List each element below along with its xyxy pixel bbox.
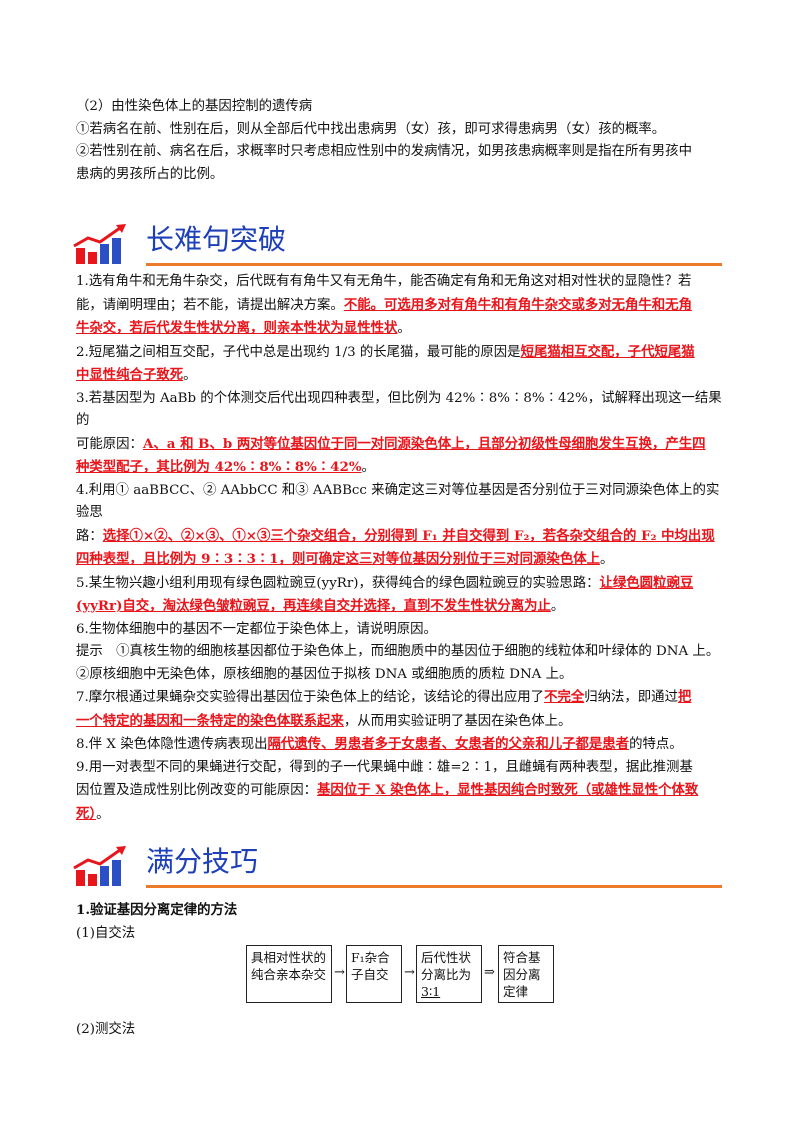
q2-answer-b: 中显性纯合子致死 bbox=[76, 367, 184, 383]
q3-line-2: 可能原因：A、a 和 B、b 两对等位基因位于同一对同源染色体上，且部分初级性母… bbox=[76, 433, 728, 457]
q1-period: 。 bbox=[397, 321, 411, 336]
q7-answer-a: 不完全 bbox=[544, 689, 585, 705]
q2-line-2: 中显性纯合子致死。 bbox=[76, 364, 728, 388]
q1-question: 能，请阐明理由；若不能，请提出解决方案。 bbox=[76, 297, 344, 313]
q7-answer-c: 一个特定的基因和一条特定的染色体联系起来 bbox=[76, 712, 344, 729]
growth-chart-icon bbox=[73, 224, 126, 264]
q5-line-2: (yyRr)自交，淘汰绿色皱粒豌豆，再连续自交并选择，直到不发生性状分离为止。 bbox=[76, 595, 728, 619]
q9-line-1: 9.用一对表型不同的果蝇进行交配，得到的子一代果蝇中雌∶雄=2∶1，且雌蝇有两种… bbox=[76, 759, 693, 775]
q1-line-2: 能，请阐明理由；若不能，请提出解决方案。不能。可选用多对有角牛和有角牛杂交或多对… bbox=[76, 294, 728, 318]
q4-answer-a: 选择①×②、②×③、①×③三个杂交组合，分别得到 F₁ 并自交得到 F₂，若各杂… bbox=[102, 527, 715, 544]
flow-arrow-2: → bbox=[404, 965, 415, 980]
flow-box-ratio: 后代性状分离比为 3∶1 bbox=[416, 945, 482, 1003]
q3-question: 可能原因： bbox=[76, 436, 143, 452]
intro-line-2: ①若病名在前、性别在后，则从全部后代中找出患病男（女）孩，即可求得患病男（女）孩… bbox=[76, 121, 666, 137]
q9-answer-a: 基因位于 X 染色体上，显性基因纯合时致死（或雄性显性个体致 bbox=[317, 782, 699, 798]
growth-chart-icon bbox=[73, 846, 126, 886]
q9-line-2: 因位置及造成性别比例改变的可能原因：基因位于 X 染色体上，显性基因纯合时致死（… bbox=[76, 779, 728, 803]
q8-line-1: 8.伴 X 染色体隐性遗传病表现出隔代遗传、男患者多于女患者、女患者的父亲和儿子… bbox=[76, 733, 728, 757]
q1-line-1: 1.选有角牛和无角牛杂交，后代既有有角牛又有无角牛，能否确定有角和无角这对相对性… bbox=[76, 274, 692, 289]
q7-question-c: ，从而用实验证明了基因在染色体上。 bbox=[343, 713, 572, 729]
q2-question: 2.短尾猫之间相互交配，子代中总是出现约 1/3 的长尾猫，最可能的原因是 bbox=[76, 344, 521, 360]
flow-box-parents: 具相对性状的纯合亲本杂交 bbox=[246, 945, 332, 1003]
questions-block: 1.选有角牛和无角牛杂交，后代既有有角牛又有无角牛，能否确定有角和无角这对相对性… bbox=[76, 271, 728, 826]
intro-block: （2）由性染色体上的基因控制的遗传病 ①若病名在前、性别在后，则从全部后代中找出… bbox=[76, 96, 728, 186]
q9-period: 。 bbox=[96, 806, 110, 822]
q1-answer-b: 牛杂交，若后代发生性状分离，则亲本性状为显性性状 bbox=[76, 320, 398, 336]
q3-answer-a: A、a 和 B、b 两对等位基因位于同一对同源染色体上，且部分初级性母细胞发生互… bbox=[142, 435, 706, 452]
section-underline bbox=[146, 263, 722, 266]
section-underline bbox=[146, 885, 722, 888]
q5-answer-a: 让绿色圆粒豌豆 bbox=[599, 574, 694, 591]
q5-line-1: 5.某生物兴趣小组利用现有绿色圆粒豌豆(yyRr)，获得纯合的绿色圆粒豌豆的实验… bbox=[76, 572, 728, 596]
flow-ratio-value: 3∶1 bbox=[421, 984, 441, 999]
q6-line-2: 提示 ①真核生物的细胞核基因都位于染色体上，而细胞质中的基因位于细胞的线粒体和叶… bbox=[76, 644, 720, 659]
q4-line-1: 4.利用① aaBBCC、② AAbbCC 和③ AABBcc 来确定这三对等位… bbox=[76, 482, 720, 521]
method-test-cross: (2)测交法 bbox=[76, 1022, 136, 1037]
q9-answer-b: 死） bbox=[76, 805, 97, 822]
intro-line-3a: ②若性别在前、病名在后，求概率时只考虑相应性别中的发病情况，如男孩患病概率则是指… bbox=[76, 144, 692, 159]
q8-answer: 隔代遗传、男患者多于女患者、女患者的父亲和儿子都是患者 bbox=[267, 736, 630, 752]
q9-question: 因位置及造成性别比例改变的可能原因： bbox=[76, 783, 318, 798]
method-self-cross: (1)自交法 bbox=[76, 926, 136, 941]
section-title: 长难句突破 bbox=[146, 223, 287, 256]
tips-heading: 1.验证基因分离定律的方法 bbox=[76, 902, 238, 918]
q2-line-1: 2.短尾猫之间相互交配，子代中总是出现约 1/3 的长尾猫，最可能的原因是短尾猫… bbox=[76, 341, 728, 365]
q7-line-2: 一个特定的基因和一条特定的染色体联系起来，从而用实验证明了基因在染色体上。 bbox=[76, 710, 728, 734]
q7-question-b: 归纳法，即通过 bbox=[584, 690, 678, 705]
q4-line-2: 路：选择①×②、②×③、①×③三个杂交组合，分别得到 F₁ 并自交得到 F₂，若… bbox=[76, 525, 728, 549]
intro-line-1: （2）由性染色体上的基因控制的遗传病 bbox=[76, 99, 313, 114]
flow-box-f1: F₁杂合子自交 bbox=[346, 945, 402, 1003]
q3-line-3: 种类型配子，其比例为 42%∶8%∶8%∶42%。 bbox=[76, 456, 728, 480]
q5-question: 5.某生物兴趣小组利用现有绿色圆粒豌豆(yyRr)，获得纯合的绿色圆粒豌豆的实验… bbox=[76, 575, 600, 591]
q3-line-1: 3.若基因型为 AaBb 的个体测交后代出现四种表型，但比例为 42%∶8%∶8… bbox=[76, 390, 722, 429]
q2-answer-a: 短尾猫相互交配，子代短尾猫 bbox=[520, 343, 695, 360]
q7-question-a: 7.摩尔根通过果蝇杂交实验得出基因位于染色体上的结论，该结论的得出应用了 bbox=[76, 690, 545, 705]
q4-period: 。 bbox=[600, 552, 614, 567]
flow-arrow-1: → bbox=[334, 965, 345, 980]
flow-box-conclusion: 符合基因分离定律 bbox=[498, 945, 554, 1003]
q5-answer-b: (yyRr)自交，淘汰绿色皱粒豌豆，再连续自交并选择，直到不发生性状分离为止 bbox=[76, 598, 551, 614]
section-header-full-score-tips: 满分技巧 bbox=[72, 840, 722, 892]
flow-implies: ⇒ bbox=[484, 965, 495, 980]
q9-line-3: 死）。 bbox=[76, 803, 728, 827]
q4-answer-b: 四种表型，且比例为 9∶3∶3∶1，则可确定这三对等位基因分别位于三对同源染色体… bbox=[76, 551, 600, 567]
q3-answer-b: 种类型配子，其比例为 42%∶8%∶8%∶42% bbox=[76, 459, 362, 475]
section-header-difficult-sentences: 长难句突破 bbox=[72, 218, 722, 270]
flow-ratio-label: 后代性状分离比为 bbox=[421, 950, 472, 982]
q4-line-3: 四种表型，且比例为 9∶3∶3∶1，则可确定这三对等位基因分别位于三对同源染色体… bbox=[76, 548, 728, 572]
q2-period: 。 bbox=[183, 368, 197, 383]
q7-answer-b: 把 bbox=[677, 689, 692, 705]
q6-line-3: ②原核细胞中无染色体，原核细胞的基因位于拟核 DNA 或细胞质的质粒 DNA 上… bbox=[76, 666, 573, 682]
q1-line-3: 牛杂交，若后代发生性状分离，则亲本性状为显性性状。 bbox=[76, 317, 728, 341]
q8-question-a: 8.伴 X 染色体隐性遗传病表现出 bbox=[76, 737, 268, 752]
q6-line-1: 6.生物体细胞中的基因不一定都位于染色体上，请说明原因。 bbox=[76, 621, 437, 637]
q5-period: 。 bbox=[550, 599, 565, 614]
self-cross-flowchart: 具相对性状的纯合亲本杂交 → F₁杂合子自交 → 后代性状分离比为 3∶1 ⇒ … bbox=[246, 945, 566, 1005]
section-title: 满分技巧 bbox=[146, 845, 259, 878]
q1-answer-a: 不能。可选用多对有角牛和有角牛杂交或多对无角牛和无角 bbox=[343, 296, 692, 313]
q7-line-1: 7.摩尔根通过果蝇杂交实验得出基因位于染色体上的结论，该结论的得出应用了不完全归… bbox=[76, 686, 728, 710]
q3-period: 。 bbox=[361, 460, 375, 475]
intro-line-3b: 患病的男孩所占的比例。 bbox=[76, 166, 224, 182]
q4-question: 路： bbox=[76, 528, 103, 544]
q8-question-b: 的特点。 bbox=[629, 737, 683, 752]
